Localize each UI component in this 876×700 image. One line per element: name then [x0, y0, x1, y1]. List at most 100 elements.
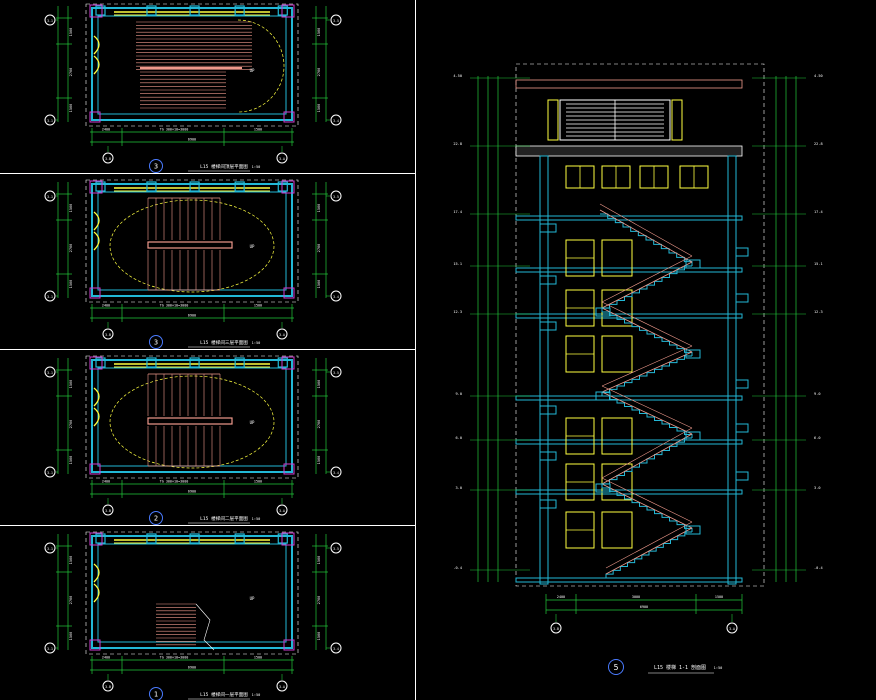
axis-bubble-label: 3-1: [47, 371, 53, 375]
axis-bubble-label: 3-4: [333, 119, 339, 123]
elevation-label: 3.0: [456, 486, 463, 490]
section-dimension-text: 2400: [557, 595, 565, 599]
stair-direction-label: UP: [250, 420, 255, 425]
dimension-text: 2700: [317, 420, 321, 429]
grid-bubble: [102, 328, 114, 340]
dimension-text: 2700: [317, 244, 321, 253]
stair-arc: [237, 19, 285, 113]
stair-flight: [601, 355, 692, 396]
dimension-text: 1500: [317, 456, 321, 465]
section-beam: [735, 471, 749, 481]
stair-handrail: [147, 241, 233, 249]
plan-corner-column: [283, 287, 295, 299]
stair-handrail: [147, 417, 233, 425]
stair-handrail: [601, 301, 693, 347]
elevation-label: 6.0: [814, 436, 821, 440]
stair-handrail: [605, 521, 693, 569]
stair-landing: [685, 431, 701, 441]
elevation-label: -0.4: [453, 566, 462, 570]
axis-bubble-label: 3-4: [333, 647, 339, 651]
floor-plans-group: UP 1500 2700 1500 1500 2700 1500 3-1 3-1 3-5 3-4 24…: [44, 3, 342, 700]
stair-ellipse: [109, 199, 275, 293]
stair-direction-label: UP: [250, 244, 255, 249]
dimension-text: 1500: [317, 556, 321, 565]
dimension-text: 1500: [317, 204, 321, 213]
plan-title: L15 楼梯间二层平面图: [200, 515, 248, 522]
dimension-text: 2400: [102, 128, 110, 132]
elevation-label: -0.4: [814, 566, 823, 570]
section-window: [601, 335, 633, 373]
plan-corner-column: [281, 356, 295, 370]
section-window: [601, 239, 633, 277]
stair-landing: [595, 483, 611, 493]
axis-bubble: [44, 642, 56, 654]
plan-number-circle: [149, 335, 163, 349]
section-left-wall: [539, 155, 549, 585]
dimension-text: 1500: [317, 380, 321, 389]
plan-column: [146, 533, 157, 544]
dimension-text: 1500: [69, 104, 73, 113]
section-right-wall: [727, 155, 737, 585]
axis-bubble-label: 3-4: [333, 471, 339, 475]
section-title: L15 楼梯 1-1 剖面图: [654, 664, 706, 671]
dimension-text: 1500: [317, 280, 321, 289]
stair-cut-line: [195, 603, 215, 651]
grid-bubble: [550, 622, 562, 634]
plan-column: [146, 5, 157, 16]
dimension-text: 2700: [69, 596, 73, 605]
section-number: 5: [614, 663, 619, 672]
dimension-text: TG 300×10=3000: [160, 304, 189, 308]
dimension-text: 1500: [69, 456, 73, 465]
section-floor-slab: [515, 267, 743, 273]
stair-handrail: [601, 261, 693, 309]
grid-bubble-label: 3-A: [279, 333, 285, 337]
axis-bubble-label: 3-1: [47, 295, 53, 299]
grid-bubble-label: 3-A: [279, 509, 285, 513]
plan-column: [146, 357, 157, 368]
plan-column: [189, 181, 200, 192]
plan-column: [95, 357, 106, 368]
stair-handrail: [601, 427, 693, 479]
plan-outer-wall: [91, 359, 293, 473]
elevation-label: 12.3: [814, 310, 823, 314]
stair-flight: [600, 213, 693, 266]
plan-corner-column: [281, 532, 295, 546]
plan-corner-column: [89, 111, 101, 123]
plan-column: [277, 533, 288, 544]
section-floor-slab: [515, 577, 743, 583]
grid-bubble-label: 3-A: [279, 685, 285, 689]
plan-corner-column: [89, 4, 103, 18]
plan-column: [277, 5, 288, 16]
section-beam: [735, 247, 749, 257]
elevation-label: 12.3: [453, 310, 462, 314]
plan-corner-column: [281, 180, 295, 194]
plan-corner-column: [89, 287, 101, 299]
dimension-text: TG 300×10=3000: [160, 480, 189, 484]
floor-plan-2: UP1500270015001500270015003-13-13-53-424…: [44, 179, 342, 349]
dimension-text: 6900: [188, 666, 196, 670]
plan-number: 3: [154, 339, 158, 347]
plan-number: 1: [154, 691, 158, 699]
stair-landing: [685, 525, 701, 535]
plan-frame: [85, 179, 299, 303]
axis-bubble: [44, 466, 56, 478]
axis-bubble-label: 3-1: [47, 119, 53, 123]
stair-ellipse: [109, 375, 275, 469]
plan-column: [277, 181, 288, 192]
grid-bubble: [726, 622, 738, 634]
stair-landing: [595, 307, 611, 317]
plan-corner-column: [283, 111, 295, 123]
section-window: [601, 463, 633, 501]
dimension-text: 1500: [317, 104, 321, 113]
stair-handrail: [601, 391, 693, 435]
axis-bubble: [44, 114, 56, 126]
plan-inner-wall: [97, 543, 287, 643]
axis-bubble: [330, 114, 342, 126]
elevation-label: 22.8: [453, 142, 462, 146]
axis-bubble-label: 3-5: [333, 371, 339, 375]
grid-bubble-label: 3-B: [105, 509, 111, 513]
plan-title: L15 楼梯间顶层平面图: [200, 163, 248, 170]
stair-handrail: [601, 307, 693, 353]
section-roof-slab: [515, 145, 743, 157]
